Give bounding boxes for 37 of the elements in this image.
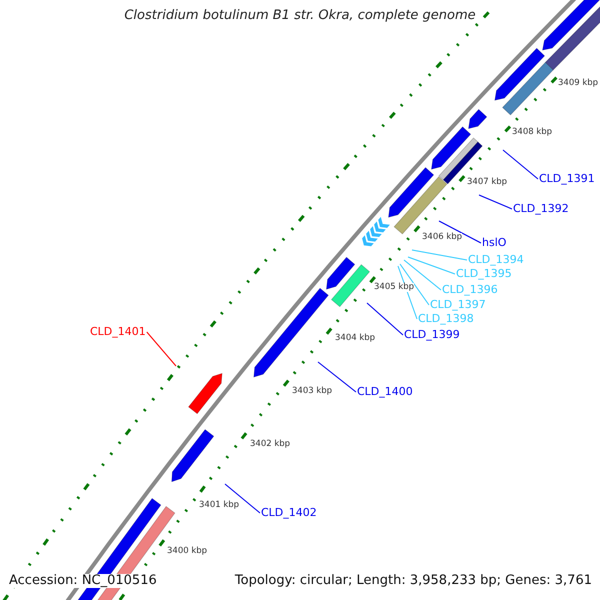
scale-label: 3405 kbp <box>374 283 414 292</box>
scale-label: 3401 kbp <box>199 501 240 510</box>
gene-label: CLD_1394 <box>468 254 524 266</box>
leader-line <box>400 264 430 306</box>
leader-line <box>318 362 356 392</box>
gene-label: CLD_1392 <box>513 203 569 216</box>
gene-label: CLD_1396 <box>442 284 498 296</box>
leader-line <box>408 256 456 274</box>
scale-label: 3408 kbp <box>512 128 552 138</box>
leader-line <box>224 484 260 514</box>
gene-label: CLD_1400 <box>357 386 413 398</box>
gene-label: CLD_1398 <box>418 313 474 326</box>
leader-line <box>398 266 418 320</box>
leader-line <box>366 302 404 336</box>
scale-label: 3406 kbp <box>422 233 462 242</box>
genome-summary-text: Topology: circular; Length: 3,958,233 bp; Genes: 3,761 <box>234 574 592 588</box>
scale-label: 3402 kbp <box>250 440 290 450</box>
scale-label: 3403 kbp <box>292 387 332 396</box>
scale-label: 3407 kbp <box>467 178 508 188</box>
gene-label: CLD_1391 <box>539 173 595 186</box>
leader-line <box>478 194 512 210</box>
gene-label: CLD_1395 <box>456 268 512 280</box>
scale-label: 3404 kbp <box>335 334 376 344</box>
gene-label: CLD_1401 <box>90 326 146 338</box>
accession-text: Accession: NC_010516 <box>9 574 157 588</box>
scale-label: 3400 kbp <box>167 547 208 556</box>
scale-label: 3409 kbp <box>558 79 598 88</box>
gene-label: CLD_1402 <box>261 507 317 520</box>
leader-line <box>502 150 538 180</box>
leader-line <box>404 260 442 290</box>
gene-label: hslO <box>482 237 506 250</box>
leader-line <box>412 250 468 260</box>
gene-label: CLD_1397 <box>430 299 486 312</box>
leader-line <box>438 220 482 244</box>
gene-label: CLD_1399 <box>404 329 460 342</box>
leader-line <box>146 332 176 366</box>
map-title: Clostridium botulinum B1 str. Okra, complete genome <box>123 9 477 24</box>
